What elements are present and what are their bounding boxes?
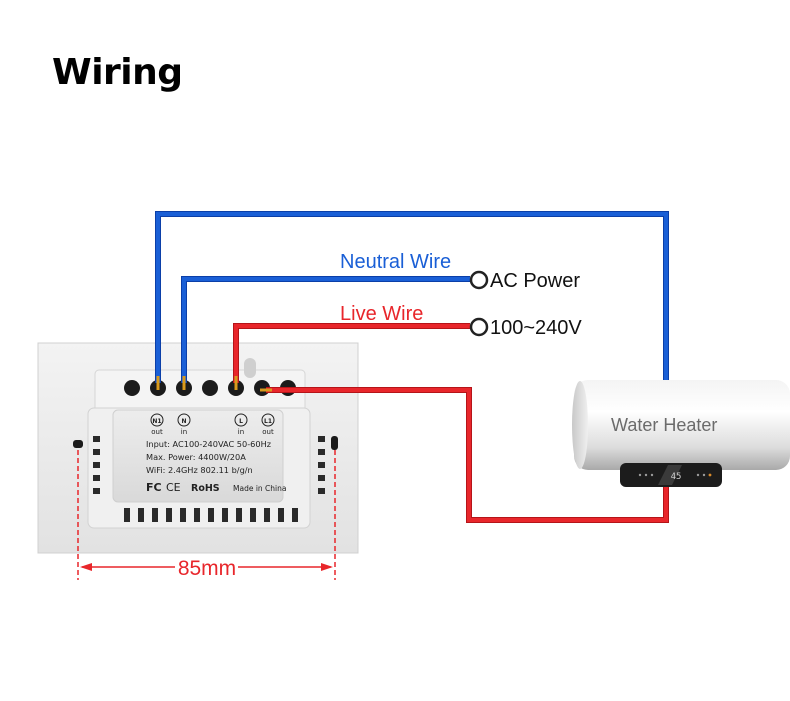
spec-wifi: WiFi: 2.4GHz 802.11 b/g/n — [146, 465, 253, 475]
terminal-hole — [124, 380, 140, 396]
side-vents-right — [318, 436, 325, 494]
svg-text:out: out — [262, 428, 274, 436]
live-wire-label: Live Wire — [340, 303, 423, 325]
svg-text:L: L — [239, 418, 243, 425]
svg-text:in: in — [181, 428, 187, 436]
plate-notch — [244, 358, 256, 378]
water-heater: Water Heater 45 — [572, 380, 790, 487]
heater-tank — [574, 380, 790, 470]
svg-text:out: out — [151, 428, 163, 436]
side-vents-left — [93, 436, 100, 494]
fcc-logo: FC — [146, 481, 162, 494]
port-l1-out: L1 out — [261, 413, 275, 436]
live-wire-to-heater-core — [266, 388, 668, 522]
ac-power-label: AC Power — [490, 270, 580, 292]
port-n1-out: N1 out — [150, 413, 164, 436]
mount-hole-left — [73, 440, 83, 448]
neutral-wire-label: Neutral Wire — [340, 251, 451, 273]
heater-label: Water Heater — [611, 415, 717, 435]
port-n-in: N in — [177, 413, 191, 436]
neutral-wires — [155, 211, 669, 383]
panel-glare — [658, 465, 682, 485]
svg-text:N: N — [181, 418, 186, 425]
svg-text:N1: N1 — [152, 418, 161, 425]
heater-end-cap — [572, 381, 588, 469]
dimension-arrow-left — [80, 563, 92, 571]
neutral-wire-to-supply-core — [182, 277, 470, 383]
svg-text:in: in — [238, 428, 244, 436]
spec-max-power: Max. Power: 4400W/20A — [146, 452, 246, 462]
voltage-terminal — [469, 317, 489, 337]
terminal-hole — [202, 380, 218, 396]
mount-hole-right — [331, 436, 338, 450]
rohs-logo: RoHS — [191, 483, 220, 494]
dimension-label: 85mm — [178, 557, 236, 580]
dimension-arrow-right — [321, 563, 333, 571]
wire-copper-tips — [156, 376, 272, 392]
spec-label-panel — [112, 409, 284, 503]
ac-power-terminal — [469, 270, 489, 290]
switch-device: N1 out N in L in L1 out Input: AC100-240… — [37, 342, 359, 554]
bottom-vents — [124, 508, 298, 522]
spec-input: Input: AC100-240VAC 50-60Hz — [146, 439, 271, 449]
heater-display-readout: 45 — [671, 472, 682, 482]
voltage-label: 100~240V — [490, 317, 582, 339]
made-in-label: Made in China — [233, 484, 286, 493]
svg-text:L1: L1 — [264, 418, 272, 425]
ce-logo: CE — [166, 481, 181, 494]
page-title: Wiring — [52, 52, 183, 93]
live-wire-to-supply-core — [234, 324, 470, 383]
neutral-wire-to-heater-core — [156, 212, 668, 383]
panel-indicators — [638, 473, 712, 477]
port-l-in: L in — [234, 413, 248, 436]
dimension-85mm: 85mm — [77, 450, 336, 580]
live-wires — [233, 323, 669, 523]
